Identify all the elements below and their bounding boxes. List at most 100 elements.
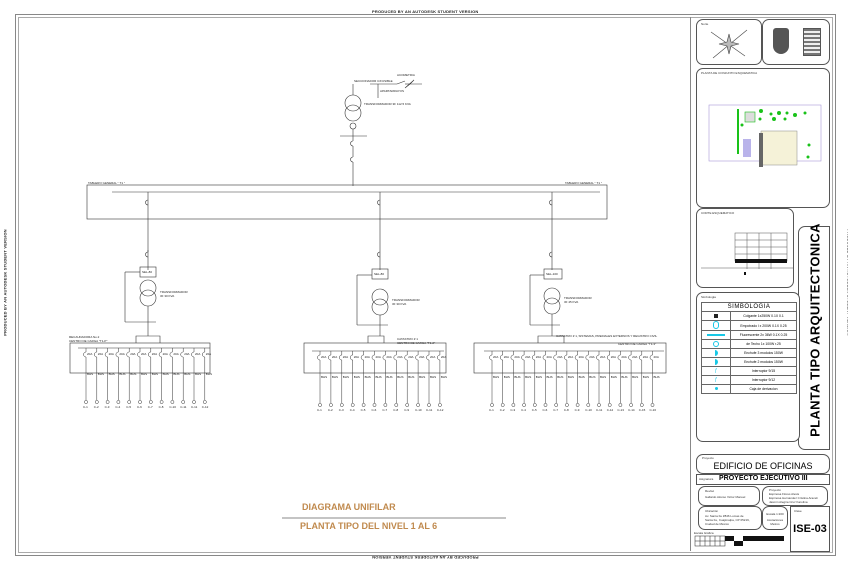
circuit-label: C-5 [531,408,537,412]
outlet-icon [511,403,516,407]
breaker-label: 20A [353,355,360,359]
branch-circuit [649,351,655,407]
regulator-3: SEL-100 [546,272,558,276]
circuit-label: C-11 [180,405,187,409]
cable-label: BHS [364,375,371,379]
branch-circuit [553,351,559,407]
outlet-icon [639,403,644,407]
section-label: CORTE ESQUEMATICO [701,211,735,215]
cable-label: BHS [621,375,628,379]
branch-circuit [191,348,196,404]
outlet-icon [127,400,132,404]
outlet-icon [405,403,410,407]
branch-circuit [489,351,494,407]
branch-circuit [339,351,344,407]
project-label: Proyecto [702,456,714,460]
breaker-icon [521,354,525,361]
branch-circuit [169,348,175,404]
transformer-label-3: TRANSFORMADOR 3F 45 KVA [564,296,592,304]
cable-label: BHS [386,375,393,379]
feeder-2 [303,192,447,374]
breaker-label: 20A [331,355,338,359]
branch-circuit [628,351,633,407]
breaker-icon [137,351,141,358]
breaker-icon [415,354,419,361]
branch-circuit [328,351,333,407]
breaker-label: 20A [546,355,552,359]
circuit-label: C-6 [542,408,548,412]
branch-circuit [639,351,644,407]
outlet-icon [597,403,601,407]
symbology-row: Colgante 1x250W 0.1X 0.1 [701,311,797,321]
outlet-icon [427,403,431,407]
cable-label: BHS [567,375,575,379]
breaker-icon [437,354,440,361]
cable-label: BHS [141,372,148,376]
university-logo [773,28,789,54]
breaker-label: 20A [535,355,542,359]
cable-label: BHS [610,375,617,379]
panel-name-1: RECAUDADORA No.2 [69,335,100,339]
panel-label-1: CENTRO DE CARGA "T1-P" [69,339,108,343]
circuit-label: C-3 [338,408,344,412]
branch-circuit [317,351,322,407]
site-plan-label: PLANTA DE CONJUNTO ESQUEMATICA [701,71,758,75]
symbology-row: Fluorescente 2x 36W 0.1X 0.25 [701,330,797,340]
breaker-label: 20A [514,355,520,359]
breaker-icon [404,354,408,361]
branch-circuit [499,351,505,407]
outlet-icon [339,403,344,407]
cable-label: BHS [653,375,660,379]
breaker-icon [94,351,97,358]
breaker-label: 20A [364,355,370,359]
feeder-1 [69,192,211,374]
breaker-label: 20A [386,355,392,359]
section-panel: CORTE ESQUEMATICO [696,208,794,288]
branch-circuit [371,351,377,407]
symbology-text: Enchufe 3 modulos 150W [730,348,797,358]
branch-circuit [542,351,548,407]
branch-circuit [415,351,420,407]
title-block [690,17,832,551]
breaker-label: 20A [621,355,627,359]
authors-panel: Proyectó Espinosa Flores Alexis Espinosa… [762,486,828,506]
cable-label: BHS [589,375,596,379]
outlet-3-icon [714,349,718,356]
cable-label: BHS [321,375,328,379]
cable-label: BHS [205,372,212,376]
north-label: Norte [701,22,709,26]
panel-name-2: CATASTRO # 1 [397,337,418,341]
breaker-icon [158,351,162,358]
breaker-label: 20A [184,352,190,356]
reviewer: Gallardo Alonso Victor Manuel [705,495,746,499]
watermark-top: PRODUCED BY AN AUTODESK STUDENT VERSION [372,9,479,14]
location-panel: Ubicación Av. Santa Fe #846 Lomas de San… [698,506,762,530]
cable-label: BHS [514,375,521,379]
breaker-label: 20A [119,352,125,356]
outlet-icon [372,403,377,407]
cable-label: BHS [342,375,349,379]
symbology-title: SIMBOLOGIA [701,302,797,312]
outlet-icon [586,403,591,407]
cable-label: BHS [600,375,607,379]
transformer-label-2: TRANSFORMADOR 3F 30 KVA [392,298,420,306]
outlet-icon [148,400,153,404]
symbology-row: Caja de derivacion [701,384,797,394]
circuit-label: C-14 [628,408,635,412]
circuit-label: C-4 [349,408,355,412]
circuit-label: C-7 [147,405,153,409]
source-label: ACOMETIDA [397,73,415,77]
circuit-label: C-3 [104,405,110,409]
faculty-logo [803,28,821,56]
cable-label: BHS [535,375,542,379]
symbology-row: de Techo 1x 100W r.25 [701,339,797,349]
cable-label: BHS [525,375,532,379]
main-board-label-left: TABLERO GENERAL " T1 " [88,181,125,185]
breaker-icon [328,354,331,361]
circuit-label: C-12 [201,405,209,409]
symbology-text: Interruptor 9/12 [730,375,797,385]
cable-label: BHS [397,375,404,379]
project-name: EDIFICIO DE OFICINAS [713,461,813,471]
breaker-label: 20A [642,355,649,359]
symbology-text: Interruptor 9/15 [730,366,797,376]
